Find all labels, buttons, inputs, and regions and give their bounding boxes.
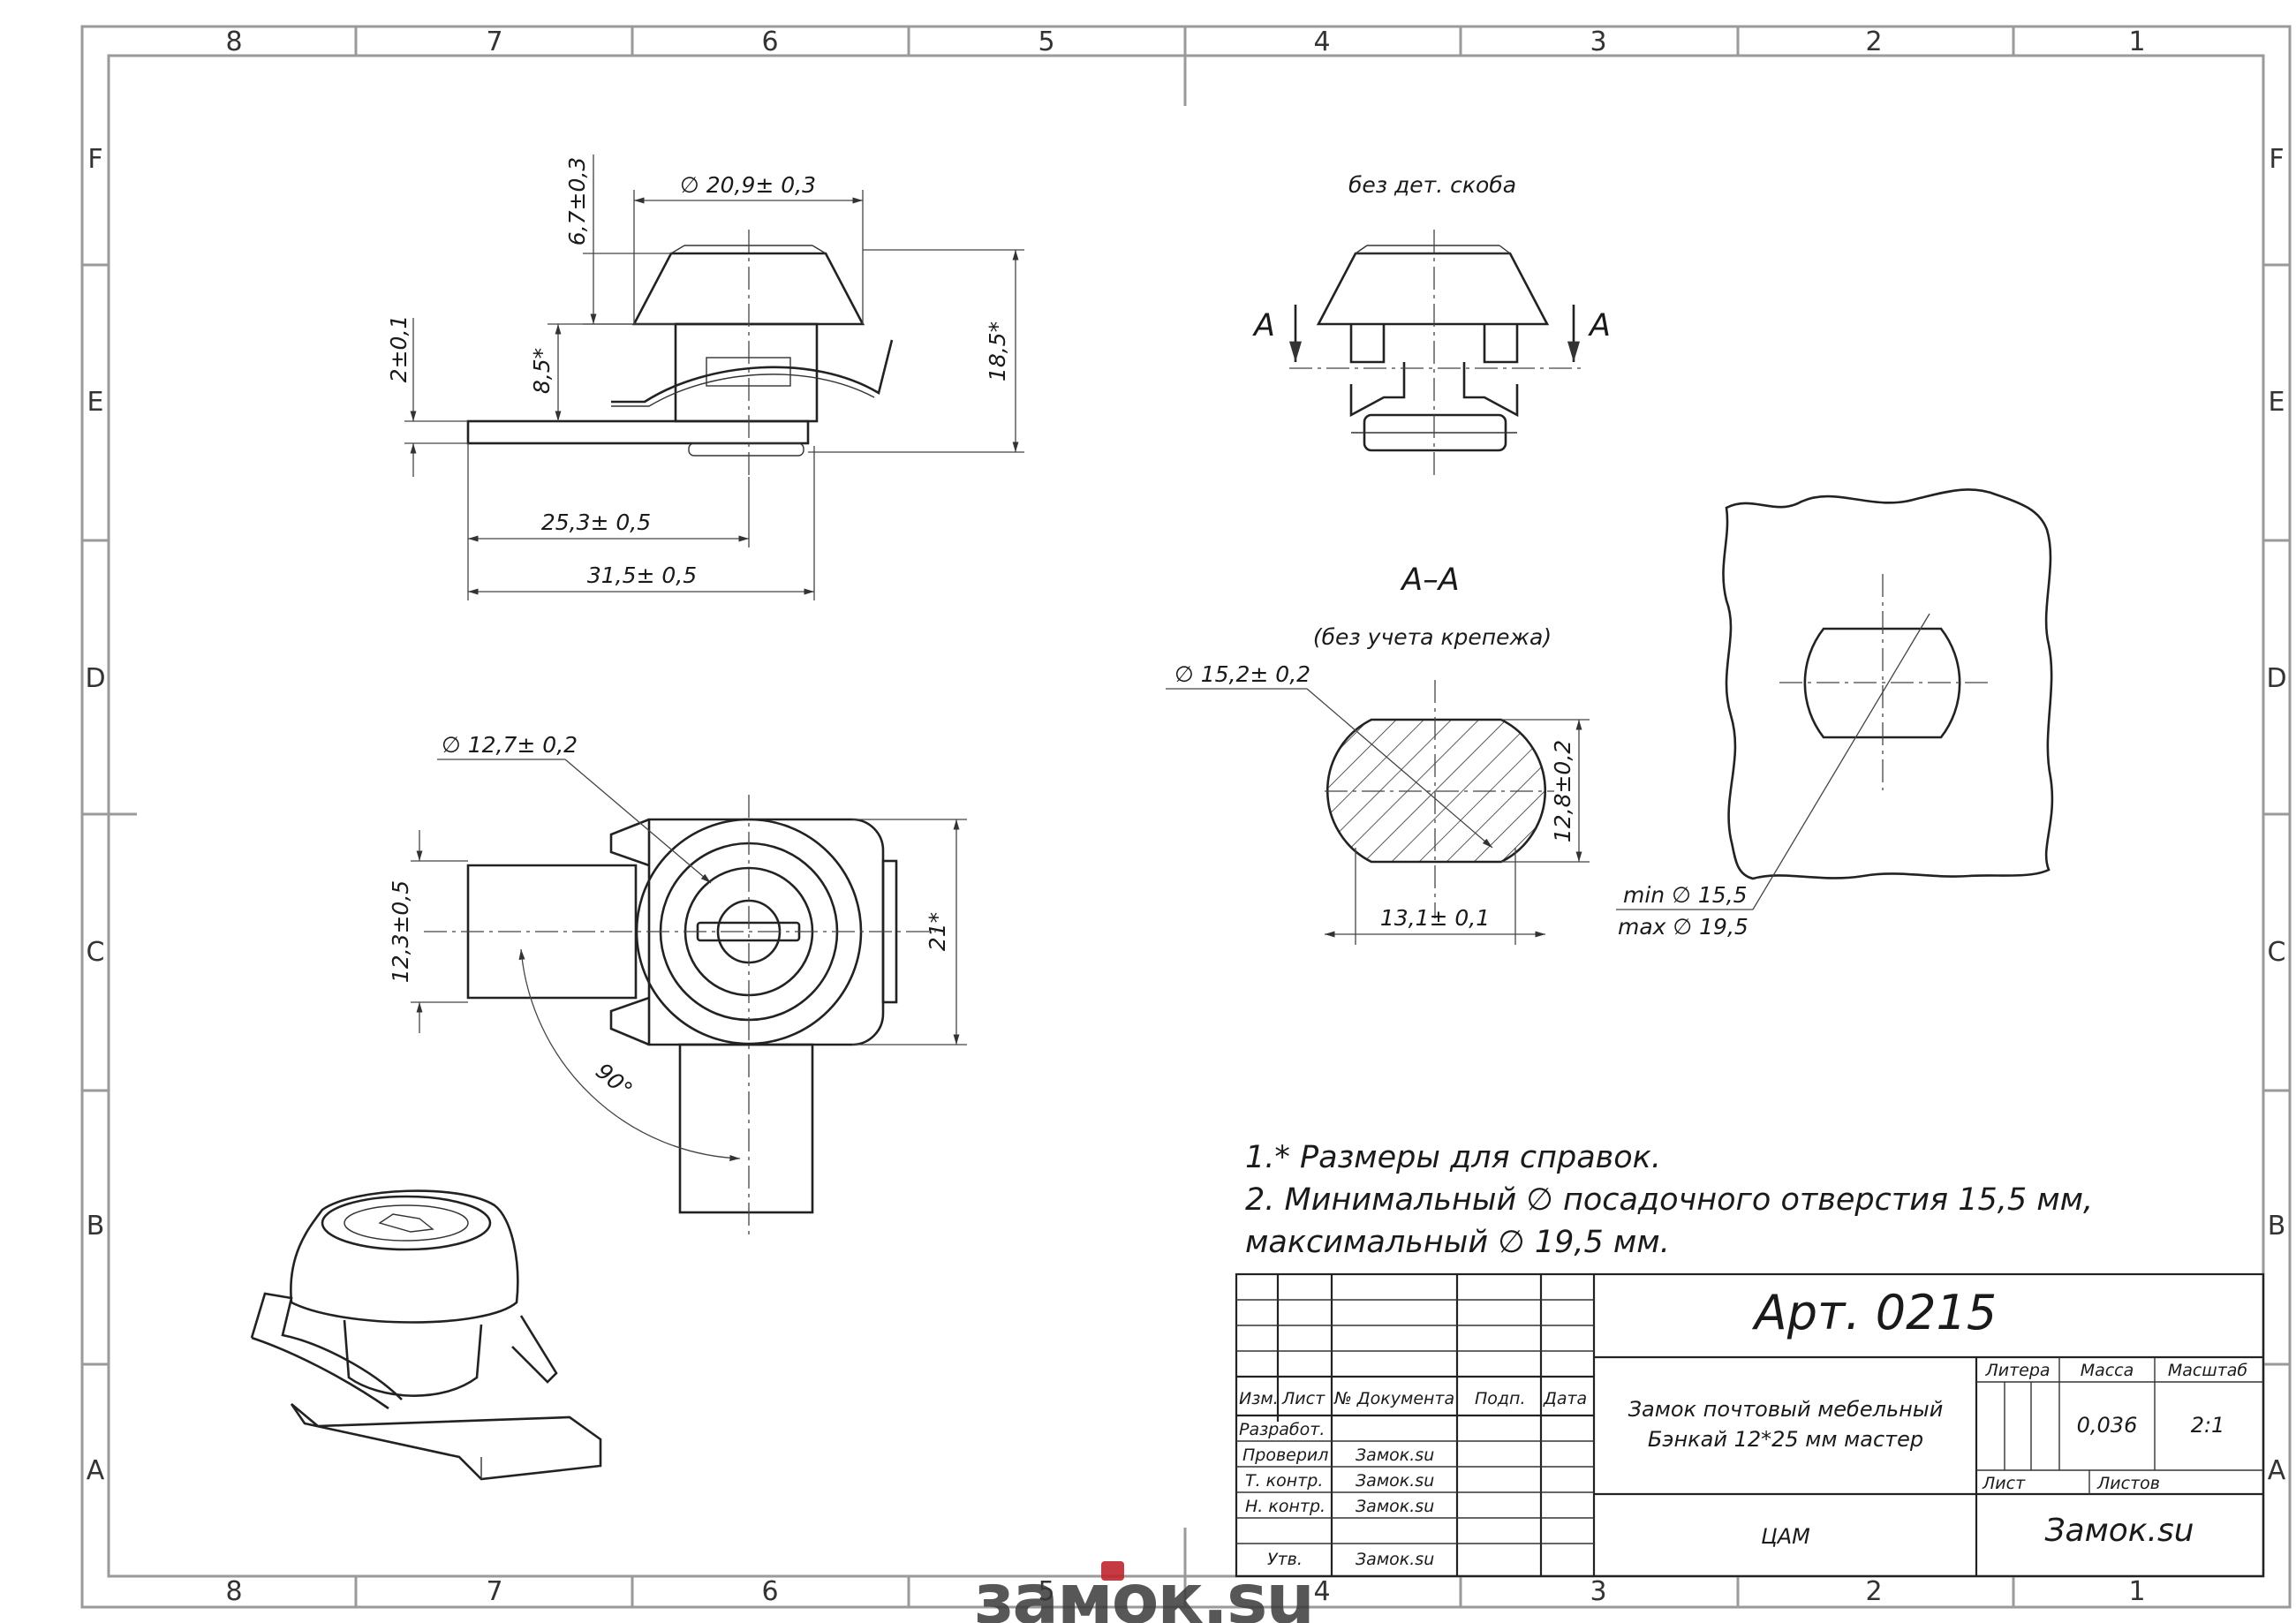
zone-col-bottom-6: 6 (761, 1576, 778, 1607)
section-subtitle: (без учета крепежа) (1313, 624, 1552, 650)
tb-role-tcontrol: Т. контр. (1245, 1471, 1323, 1491)
dim-cap-diameter: ∅ 20,9± 0,3 (680, 172, 816, 198)
isometric-view (250, 1189, 602, 1481)
tb-article: Арт. 0215 (1752, 1285, 1997, 1340)
note-1: 1.* Размеры для справок. (1245, 1140, 1661, 1175)
zone-col-top-5: 5 (1038, 26, 1054, 57)
tb-header-doc: № Документа (1333, 1389, 1454, 1408)
zone-row-left-c: C (87, 937, 105, 968)
tb-header-sign: Подп. (1475, 1389, 1526, 1408)
tb-header-izm: Изм. (1239, 1389, 1279, 1408)
dim-section-width: 13,1± 0,1 (1380, 905, 1490, 931)
watermark-text: замок.su (974, 1560, 1313, 1623)
dim-axis-length: 25,3± 0,5 (541, 510, 651, 535)
tb-role-approved: Утв. (1267, 1550, 1303, 1569)
cutout-view: min ∅ 15,5 max ∅ 19,5 (1616, 488, 2054, 940)
zone-col-bottom-1: 1 (2128, 1576, 2145, 1607)
zone-row-right-d: D (2266, 663, 2286, 694)
section-title: A–A (1400, 562, 1459, 598)
cutout-min-label: min ∅ 15,5 (1623, 882, 1747, 908)
notes: 1.* Размеры для справок. 2. Минимальный … (1245, 1140, 2093, 1260)
tb-header-sheet: Лист (1982, 1474, 2026, 1493)
tb-header-sheets: Листов (2096, 1474, 2160, 1493)
side-view: ∅ 20,9± 0,3 6,7±0,3 8,5* 2±0,1 18,5* 25,… (386, 155, 1024, 600)
tb-name-line1: Замок почтовый мебельный (1628, 1397, 1944, 1422)
front-view-caption: без дет. скоба (1348, 172, 1516, 198)
note-2: 2. Минимальный ∅ посадочного отверстия 1… (1245, 1182, 2093, 1218)
zone-col-top-2: 2 (1865, 26, 1882, 57)
zone-col-bottom-8: 8 (225, 1576, 242, 1607)
tb-company: Замок.su (2044, 1513, 2194, 1549)
sheet-frame: 8 7 6 5 4 3 2 1 8 7 6 5 4 3 2 1 F E D C … (80, 25, 2292, 1609)
front-view-no-clip: без дет. скоба A A (1252, 172, 1611, 477)
tb-header-scale: Масштаб (2168, 1361, 2248, 1380)
dim-plug-diameter: ∅ 12,7± 0,2 (442, 732, 578, 758)
zone-col-top-8: 8 (225, 26, 242, 57)
tb-material: ЦАМ (1761, 1524, 1810, 1549)
tb-name-tcontrol: Замок.su (1356, 1471, 1434, 1491)
dim-total-height: 18,5* (985, 321, 1010, 381)
tb-mass-value: 0,036 (2077, 1413, 2138, 1438)
zone-col-top-1: 1 (2128, 26, 2145, 57)
zone-row-right-e: E (2269, 387, 2285, 418)
zone-row-right-b: B (2268, 1211, 2286, 1242)
plan-view: ∅ 12,7± 0,2 12,3±0,5 21* 90° (388, 732, 967, 1236)
tb-role-developer: Разработ. (1239, 1420, 1325, 1439)
dim-plate-thickness: 2±0,1 (386, 315, 412, 383)
dim-cap-height: 6,7±0,3 (564, 157, 590, 245)
watermark-logo: замок.su (974, 1560, 1315, 1623)
tb-scale-value: 2:1 (2191, 1413, 2225, 1438)
watermark-lock-icon (1101, 1561, 1124, 1581)
title-block: Изм. Лист № Документа Подп. Дата Разрабо… (1235, 1272, 2265, 1578)
zone-row-left-b: B (87, 1211, 105, 1242)
tb-name-ncontrol: Замок.su (1356, 1497, 1434, 1516)
dim-turn-angle: 90° (591, 1058, 638, 1103)
zone-col-top-3: 3 (1590, 26, 1606, 57)
zone-col-bottom-5: 5 (1038, 1576, 1054, 1607)
zone-col-bottom-4: 4 (1313, 1576, 1330, 1607)
zone-row-right-c: C (2268, 937, 2286, 968)
tb-header-list: Лист (1281, 1389, 1325, 1408)
section-mark-right: A (1588, 308, 1611, 343)
zone-col-bottom-2: 2 (1865, 1576, 1882, 1607)
tb-name-checked: Замок.su (1356, 1446, 1434, 1465)
dim-section-flat: 12,8±0,2 (1550, 740, 1575, 842)
dim-body-height: 8,5* (529, 348, 555, 394)
cutout-max-label: max ∅ 19,5 (1618, 914, 1748, 940)
tb-header-date: Дата (1543, 1389, 1587, 1408)
zone-col-top-6: 6 (761, 26, 778, 57)
tb-name-approved: Замок.su (1356, 1550, 1434, 1569)
tb-header-litera: Литера (1984, 1361, 2050, 1380)
zone-row-left-f: F (87, 144, 102, 175)
tb-role-ncontrol: Н. контр. (1245, 1497, 1325, 1516)
dim-section-diameter: ∅ 15,2± 0,2 (1174, 661, 1310, 687)
zone-col-bottom-3: 3 (1590, 1576, 1606, 1607)
tb-role-checked: Проверил (1242, 1446, 1328, 1465)
tb-header-mass: Масса (2081, 1361, 2134, 1380)
zone-col-top-4: 4 (1313, 26, 1330, 57)
section-mark-left: A (1252, 308, 1275, 343)
dim-plate-width: 12,3±0,5 (388, 880, 413, 983)
zone-row-left-d: D (85, 663, 105, 694)
zone-row-right-f: F (2269, 144, 2284, 175)
dim-plan-height: 21* (925, 912, 950, 951)
section-view: A–A (без учета крепежа) ∅ 15,2± 0,2 12,8… (1166, 562, 1590, 945)
zone-row-right-a: A (2268, 1455, 2286, 1486)
tb-name-line2: Бэнкай 12*25 мм мастер (1648, 1427, 1923, 1452)
note-3: максимальный ∅ 19,5 мм. (1245, 1225, 1670, 1260)
zone-col-bottom-7: 7 (486, 1576, 502, 1607)
dim-total-length: 31,5± 0,5 (587, 562, 697, 588)
zone-col-top-7: 7 (486, 26, 502, 57)
zone-row-left-a: A (87, 1455, 105, 1486)
zone-row-left-e: E (87, 387, 104, 418)
